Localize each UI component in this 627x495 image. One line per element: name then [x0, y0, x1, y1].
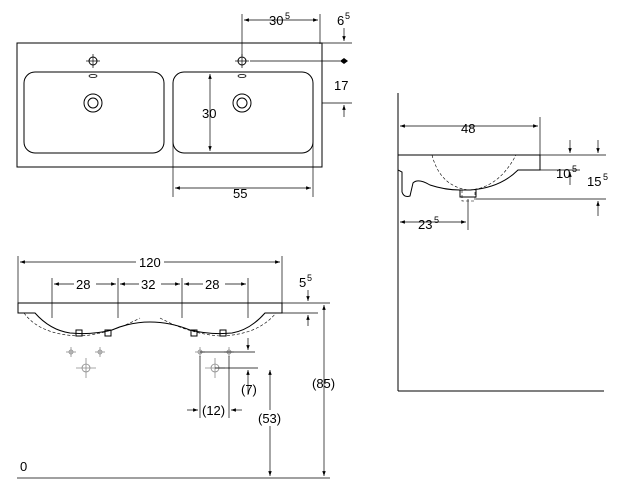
dim-28-left: 28: [76, 277, 90, 292]
dim-23-5: 23: [418, 217, 432, 232]
dim-23-5-sup: 5: [434, 215, 439, 225]
top-view: 30 5 6 5 17 30 55: [16, 11, 352, 201]
dim-5-5-sup: 5: [307, 273, 312, 283]
dim-85: (85): [312, 376, 335, 391]
dim-12: (12): [202, 403, 225, 418]
drain-left: [83, 93, 103, 113]
front-view: 120 28 32 28 5 5 (85) (7): [17, 255, 335, 479]
dim-15-5: 15: [587, 174, 601, 189]
dim-48: 48: [461, 121, 475, 136]
bowl-right: [172, 71, 314, 154]
floor-label: 0: [20, 459, 27, 474]
dim-30: 30: [202, 106, 216, 121]
bowl-left: [23, 71, 165, 154]
dim-17: 17: [334, 78, 348, 93]
basin-profile-front: [17, 302, 283, 335]
dim-7: (7): [241, 382, 257, 397]
dim-6-5-sup: 5: [345, 11, 350, 21]
basin-profile-side: [397, 154, 541, 198]
dim-53: (53): [258, 411, 281, 426]
dim-6-5: 6: [337, 13, 344, 28]
dim-55: 55: [233, 186, 247, 201]
dim-30-5: 30: [269, 13, 283, 28]
dim-30-5-sup: 5: [285, 11, 290, 21]
dim-5-5: 5: [299, 275, 306, 290]
side-view: 48 10 5 15 5 23 5: [397, 93, 608, 392]
dim-120: 120: [139, 255, 161, 270]
drain-right: [232, 93, 252, 113]
dim-28-right: 28: [205, 277, 219, 292]
tap-hole-left: [86, 54, 100, 78]
dim-10-5-sup: 5: [572, 164, 577, 174]
dim-32: 32: [141, 277, 155, 292]
tap-hole-right: [235, 54, 249, 78]
dim-10-5: 10: [556, 166, 570, 181]
connection-symbols-left: [66, 347, 105, 378]
basin-outline-top: [16, 42, 323, 168]
dim-15-5-sup: 5: [603, 172, 608, 182]
